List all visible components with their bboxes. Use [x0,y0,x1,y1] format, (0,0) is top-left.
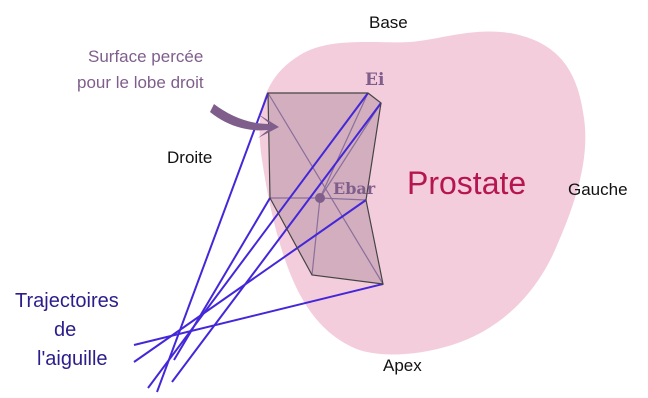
needle-trajectory [133,283,384,346]
label-trajectories-line1: Trajectoires [15,290,119,312]
surface-mesh [267,92,384,285]
annotation-arrow [210,104,279,138]
label-barycenter: Ebar [333,179,376,198]
label-trajectories-line2: de [54,319,76,341]
needle-trajectories [133,92,384,393]
needle-trajectory [147,92,369,389]
needle-trajectory [156,92,269,393]
mesh-line [311,197,321,276]
barycenter-point [315,193,325,203]
label-surface-line1: Surface percée [88,47,203,66]
mesh-line [319,92,369,199]
surface-outline [267,92,384,285]
label-surface-line2: pour le lobe droit [77,73,204,92]
label-apex: Apex [383,356,422,375]
label-entry-point: Ei [365,70,385,90]
mesh-line [319,197,367,201]
label-left: Gauche [568,180,628,199]
label-organ: Prostate [407,165,526,201]
mesh-line [319,102,382,199]
label-trajectories-line3: l'aiguille [37,348,108,370]
needle-trajectory [171,102,382,383]
needle-trajectory [173,197,271,361]
label-base: Base [369,13,408,32]
label-right: Droite [167,148,212,167]
